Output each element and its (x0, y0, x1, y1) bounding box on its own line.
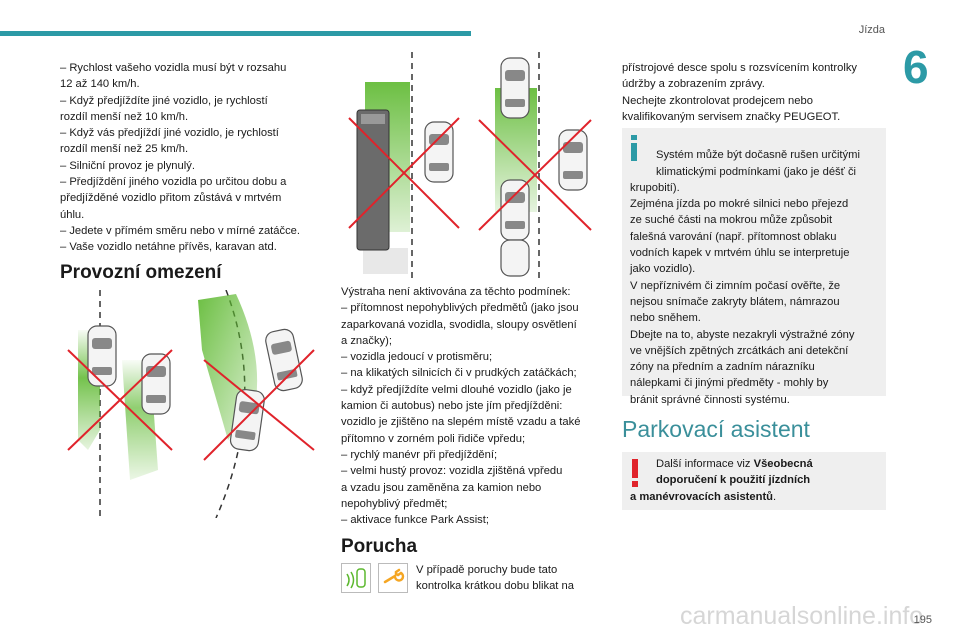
warning-link-part: a manévrovacích asistentů (630, 490, 774, 503)
fault-heading: Porucha (341, 536, 418, 557)
limitations-heading: Provozní omezení (60, 262, 222, 283)
warning-link-part: Všeobecná (753, 458, 813, 470)
service-wrench-icon (378, 563, 408, 593)
watermark: carmanualsonline.info (680, 602, 924, 630)
car-icon (500, 179, 530, 241)
car-icon (87, 325, 117, 387)
header-accent-bar (0, 31, 471, 36)
car-icon (229, 389, 265, 452)
illustration-stationary-objects (67, 290, 173, 518)
info-note-body: krupobití). Zejména jízda po mokré silni… (630, 181, 855, 406)
info-note: Systém může být dočasně rušen určitými k… (622, 128, 886, 406)
blind-spot-warning-icon (341, 563, 371, 593)
fault-text-continued: přístrojové desce spolu s rozsvícením ko… (622, 62, 858, 123)
conditions-list: – Rychlost vašeho vozidla musí být v roz… (60, 62, 301, 254)
car-icon (141, 353, 171, 415)
section-title: Jízda (858, 24, 885, 36)
car-icon (500, 57, 530, 119)
warning-text-end: . (773, 490, 777, 503)
info-note-lead: Systém může být dočasně rušen určitými k… (656, 149, 860, 178)
car-icon (500, 239, 530, 277)
truck-icon (356, 109, 390, 251)
illustration-curved-road (198, 290, 315, 518)
warning-exclamation-icon (631, 459, 639, 487)
car-icon (424, 121, 454, 183)
warning-link-part: doporučení k použití jízdních (656, 474, 811, 487)
parking-assist-heading: Parkovací asistent (622, 416, 810, 442)
warning-note: Další informace viz Všeobecná doporučení… (622, 452, 886, 510)
info-icon (629, 135, 639, 161)
illustration-long-vehicle (348, 52, 460, 278)
chapter-number: 6 (903, 41, 929, 93)
warning-text: Další informace viz (656, 458, 754, 470)
fault-text: V případě poruchy bude tato kontrolka kr… (416, 564, 574, 593)
illustration-rapid-overtaking (478, 52, 592, 278)
not-active-conditions: Výstraha není aktivována za těchto podmí… (341, 286, 581, 527)
car-icon (265, 328, 303, 392)
page-number: 195 (913, 614, 932, 626)
